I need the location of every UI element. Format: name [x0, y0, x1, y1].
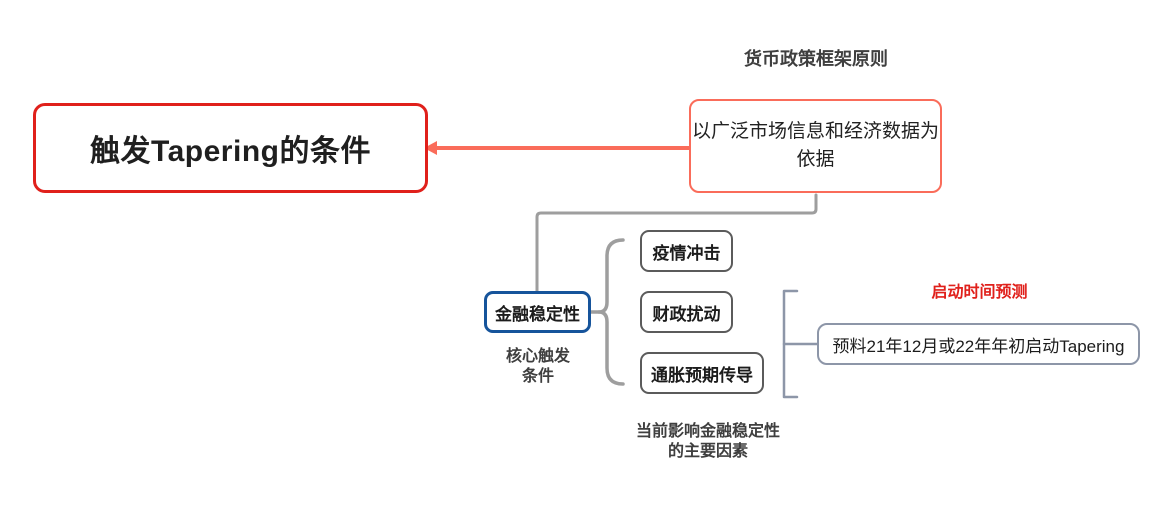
forecast-node-tapering-timing[interactable]: 预料21年12月或22年年初启动Tapering — [817, 323, 1140, 365]
factor-node-pandemic-shock[interactable]: 疫情冲击 — [640, 230, 733, 272]
factors-caption: 当前影响金融稳定性 的主要因素 — [635, 423, 780, 461]
framework-node-policy-basis[interactable]: 以广泛市场信息和经济数据为依据 — [689, 99, 942, 193]
forecast-node-label: 启动时间预测 — [931, 284, 1028, 301]
stability-node-label: 核心触发 条件 — [505, 348, 570, 386]
factor-node-inflation-expectation[interactable]: 通胀预期传导 — [640, 352, 764, 394]
factor-node-fiscal-disturbance[interactable]: 财政扰动 — [640, 291, 733, 333]
brace-stability-factors — [589, 238, 625, 386]
root-node-tapering-conditions[interactable]: 触发Tapering的条件 — [33, 103, 428, 193]
stability-node-financial-stability[interactable]: 金融稳定性 — [484, 291, 591, 333]
framework-node-label: 货币政策框架原则 — [744, 49, 888, 69]
bracket-factors-forecast — [782, 289, 819, 399]
connector-root-framework — [424, 141, 689, 155]
